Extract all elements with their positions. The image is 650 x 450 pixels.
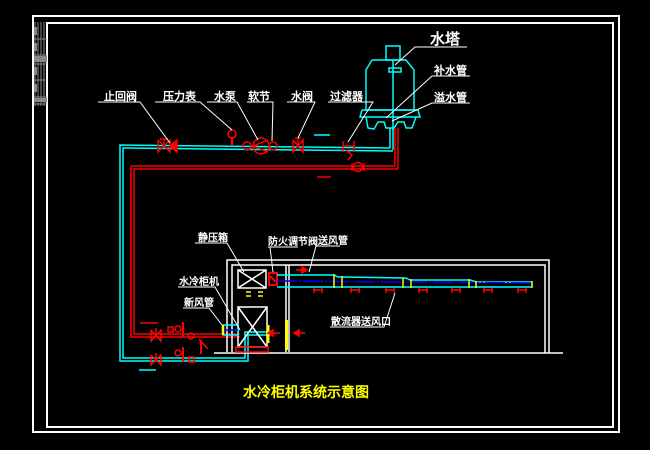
label-water-valve: 水阀 [291, 89, 313, 103]
label-soft-joint: 软节 [248, 89, 270, 103]
fresh-air-inlet [221, 324, 270, 343]
static-pressure-box [237, 269, 267, 289]
water-pump-icon [242, 137, 278, 155]
unit-valve-group-return [150, 322, 209, 354]
label-filter: 过滤器 [330, 89, 364, 103]
drawing-title: 水冷柜机系统示意图 [243, 384, 369, 401]
inner-frame [46, 22, 614, 428]
filter-icon [342, 141, 355, 161]
diffuser-icon [451, 288, 461, 293]
diffuser-icon [483, 288, 493, 293]
label-fire-damper: 防火调节阀 [268, 235, 318, 248]
diffuser-icon [385, 288, 395, 293]
label-diffuser: 散流器送风口 [331, 315, 391, 328]
diffuser-icon [350, 288, 360, 293]
label-fresh-air-pipe: 新风管 [184, 296, 214, 309]
air-flow-arrows [266, 265, 309, 338]
flow-marks [139, 134, 331, 371]
diffusers [313, 288, 527, 293]
label-water-cooled-unit: 水冷柜机 [178, 275, 219, 288]
check-valve-icon [157, 138, 178, 154]
label-supply-air-duct: 送风管 [317, 234, 348, 247]
water-cooled-unit [237, 306, 268, 348]
label-overflow-pipe: 溢水管 [434, 90, 467, 104]
outer-frame [32, 15, 620, 433]
label-makeup-water-pipe: 补水管 [433, 63, 467, 77]
label-pressure-gauge: 压力表 [163, 89, 197, 103]
supply-air-duct [276, 274, 533, 288]
cooling-tower [359, 45, 421, 130]
cooling-water-return-pipe [130, 165, 398, 338]
return-air-grille [285, 320, 288, 350]
diffuser-icon [313, 288, 323, 293]
cooling-water-supply-pipe [119, 144, 394, 362]
return-valve-icon [351, 161, 365, 173]
unit-base [235, 346, 269, 353]
label-static-pressure-box: 静压箱 [198, 231, 228, 244]
flexible-connectors [246, 291, 263, 297]
diffuser-icon [418, 288, 428, 293]
fire-damper-icon [268, 272, 278, 286]
leader-lines [98, 46, 470, 331]
label-water-pump: 水泵 [214, 89, 236, 103]
diffuser-icon [517, 288, 527, 293]
unit-valve-group-supply [150, 347, 195, 367]
label-check-valve: 止回阀 [104, 89, 137, 103]
pressure-gauge-icon [227, 129, 237, 145]
label-cooling-tower: 水塔 [430, 30, 461, 48]
binding-strip [34, 22, 47, 106]
